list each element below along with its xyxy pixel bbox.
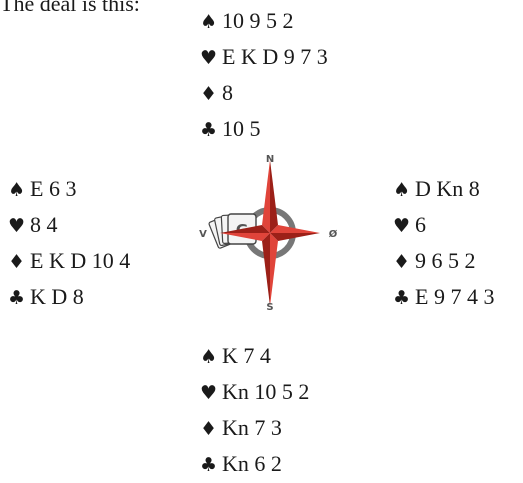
star-points-dark bbox=[220, 160, 320, 306]
north-hearts-cards: E K D 9 7 3 bbox=[222, 44, 328, 69]
compass-east-label: Ø bbox=[329, 228, 338, 240]
west-clubs-line: ♣K D 8 bbox=[8, 279, 130, 315]
club-icon: ♣ bbox=[200, 119, 218, 141]
east-spades-cards: D Kn 8 bbox=[415, 176, 480, 201]
east-diamonds-cards: 9 6 5 2 bbox=[415, 248, 476, 273]
diamond-icon: ♦ bbox=[393, 251, 411, 273]
west-spades-cards: E 6 3 bbox=[30, 176, 77, 201]
star-west-bottom bbox=[220, 233, 270, 241]
star-east-top bbox=[270, 225, 320, 233]
south-clubs-cards: Kn 6 2 bbox=[222, 451, 282, 476]
compass-west-label: V bbox=[199, 229, 207, 240]
star-north-left bbox=[262, 160, 270, 233]
west-hearts-line: ♥8 4 bbox=[8, 207, 130, 243]
north-spades-line: ♠10 9 5 2 bbox=[200, 3, 328, 39]
star-south-left bbox=[262, 233, 270, 306]
west-diamonds-line: ♦E K D 10 4 bbox=[8, 243, 130, 279]
spade-icon: ♠ bbox=[393, 179, 411, 201]
spade-icon: ♠ bbox=[200, 11, 218, 33]
compass-north-label: N bbox=[266, 154, 274, 165]
south-spades-line: ♠K 7 4 bbox=[200, 338, 309, 374]
heart-icon: ♥ bbox=[8, 215, 26, 237]
compass-south-label: S bbox=[266, 302, 273, 312]
diamond-icon: ♦ bbox=[8, 251, 26, 273]
west-clubs-cards: K D 8 bbox=[30, 284, 84, 309]
east-clubs-cards: E 9 7 4 3 bbox=[415, 284, 495, 309]
star-east-bottom bbox=[270, 233, 320, 241]
north-hearts-line: ♥E K D 9 7 3 bbox=[200, 39, 328, 75]
south-hearts-line: ♥Kn 10 5 2 bbox=[200, 374, 309, 410]
diamond-icon: ♦ bbox=[200, 83, 218, 105]
compass-rose: G N S V Ø bbox=[199, 154, 338, 312]
star-points-light bbox=[220, 160, 320, 306]
north-clubs-line: ♣10 5 bbox=[200, 111, 328, 147]
north-spades-cards: 10 9 5 2 bbox=[222, 8, 294, 33]
west-diamonds-cards: E K D 10 4 bbox=[30, 248, 131, 273]
star-west-top bbox=[220, 225, 270, 233]
south-diamonds-cards: Kn 7 3 bbox=[222, 415, 282, 440]
star-north-right bbox=[270, 160, 278, 233]
heart-icon: ♥ bbox=[393, 215, 411, 237]
club-icon: ♣ bbox=[200, 454, 218, 476]
star-south-right bbox=[270, 233, 278, 306]
east-hearts-cards: 6 bbox=[415, 212, 426, 237]
east-hearts-line: ♥6 bbox=[393, 207, 494, 243]
north-hand: ♠10 9 5 2 ♥E K D 9 7 3 ♦8 ♣10 5 bbox=[200, 3, 328, 147]
north-clubs-cards: 10 5 bbox=[222, 116, 261, 141]
heart-icon: ♥ bbox=[200, 47, 218, 69]
club-icon: ♣ bbox=[393, 287, 411, 309]
west-hearts-cards: 8 4 bbox=[30, 212, 58, 237]
spade-icon: ♠ bbox=[8, 179, 26, 201]
south-spades-cards: K 7 4 bbox=[222, 343, 271, 368]
east-hand: ♠D Kn 8 ♥6 ♦9 6 5 2 ♣E 9 7 4 3 bbox=[393, 171, 494, 315]
east-clubs-line: ♣E 9 7 4 3 bbox=[393, 279, 494, 315]
south-clubs-line: ♣Kn 6 2 bbox=[200, 446, 309, 482]
heart-icon: ♥ bbox=[200, 382, 218, 404]
west-hand: ♠E 6 3 ♥8 4 ♦E K D 10 4 ♣K D 8 bbox=[8, 171, 130, 315]
south-diamonds-line: ♦Kn 7 3 bbox=[200, 410, 309, 446]
north-diamonds-line: ♦8 bbox=[200, 75, 328, 111]
spade-icon: ♠ bbox=[200, 346, 218, 368]
diamond-icon: ♦ bbox=[200, 418, 218, 440]
east-diamonds-line: ♦9 6 5 2 bbox=[393, 243, 494, 279]
east-spades-line: ♠D Kn 8 bbox=[393, 171, 494, 207]
south-hearts-cards: Kn 10 5 2 bbox=[222, 379, 310, 404]
club-icon: ♣ bbox=[8, 287, 26, 309]
west-spades-line: ♠E 6 3 bbox=[8, 171, 130, 207]
north-diamonds-cards: 8 bbox=[222, 80, 233, 105]
deal-caption: The deal is this: bbox=[0, 0, 140, 16]
south-hand: ♠K 7 4 ♥Kn 10 5 2 ♦Kn 7 3 ♣Kn 6 2 bbox=[200, 338, 309, 482]
